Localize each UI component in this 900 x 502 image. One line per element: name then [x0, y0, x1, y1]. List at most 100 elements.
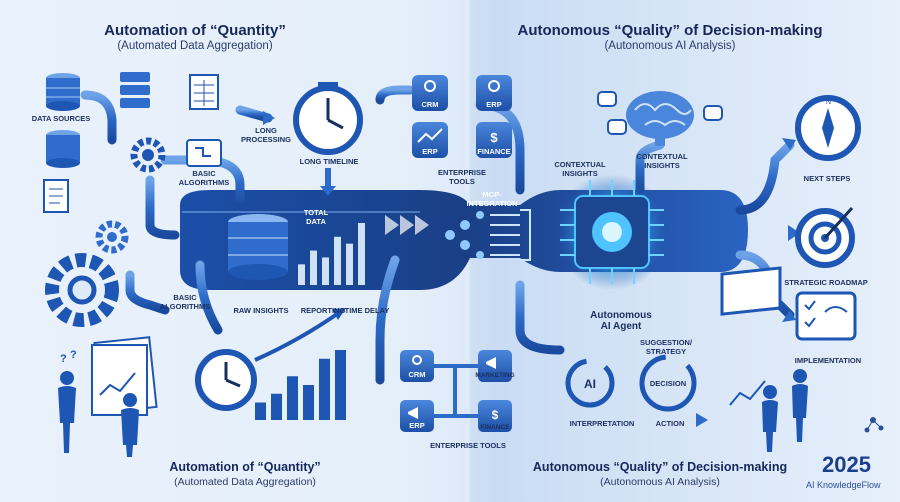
- left-footer-subtitle: (Automated Data Aggregation): [174, 476, 316, 488]
- report-stack-icon: [91, 336, 158, 416]
- clock-icon: [195, 349, 257, 411]
- arrow-heads: [696, 138, 800, 427]
- network-logo-icon: [864, 417, 884, 433]
- target-icon: [795, 206, 855, 268]
- large-gear-icon: [45, 253, 119, 327]
- ai-agent-chip: [554, 174, 670, 290]
- chat-bubble-icon: [597, 91, 617, 107]
- total-data-chart: [298, 223, 365, 285]
- tool-box-finance-bottom: $: [478, 400, 512, 432]
- chart-bar: [303, 385, 314, 420]
- contextual-insights-2-label: CONTEXTUAL INSIGHTS: [636, 152, 688, 170]
- long-timeline-label: LONG TIMELINE: [299, 157, 359, 166]
- arrow-head: [263, 111, 275, 125]
- decision-label: DECISION: [649, 379, 687, 388]
- server-icon: [120, 72, 150, 108]
- action-label: ACTION: [655, 419, 685, 428]
- tool-crm-bottom-label: CRM: [408, 370, 426, 379]
- chart-bar: [334, 236, 341, 285]
- document-icon: [43, 179, 69, 213]
- tool-erp-2-label: ERP: [422, 147, 438, 156]
- time-delay-label: TIME DELAY: [344, 306, 390, 315]
- chart-bar: [335, 350, 346, 420]
- tool-box-marketing: [478, 350, 512, 382]
- brand-label: AI KnowledgeFlow: [806, 480, 881, 490]
- central-data-cylinder: [228, 214, 288, 280]
- tool-finance-bottom-label: FINANCE: [480, 424, 510, 431]
- confused-person-icon: ? ?: [58, 349, 77, 453]
- gear-icon: [130, 137, 166, 173]
- tool-erp-top-label: ERP: [486, 100, 502, 109]
- spreadsheet-icon: [189, 74, 219, 110]
- person-icon: [121, 393, 139, 457]
- basic-algorithms-bottom-label: BASIC ALGORITHMS: [159, 293, 211, 311]
- reporting-label: REPORTING: [300, 306, 346, 315]
- chart-bar: [255, 402, 266, 420]
- right-subtitle: (Autonomous AI Analysis): [604, 40, 736, 52]
- total-data-label: TOTAL DATA: [303, 208, 329, 226]
- next-steps-label: NEXT STEPS: [803, 174, 851, 183]
- person-icon: [762, 385, 778, 452]
- right-title: Autonomous “Quality” of Decision-making: [517, 22, 823, 39]
- chart-bar: [298, 264, 305, 285]
- tool-box-finance-top: $: [476, 122, 512, 158]
- arrow-head: [320, 186, 336, 196]
- data-sources-label: DATA SOURCES: [31, 114, 91, 123]
- ai-agent-label: Autonomous AI Agent: [590, 310, 652, 332]
- interpretation-label: INTERPRETATION: [569, 419, 635, 428]
- left-subtitle: (Automated Data Aggregation): [117, 40, 273, 52]
- mcp-connector-network: [445, 209, 531, 261]
- tool-finance-top-label: FINANCE: [477, 147, 511, 156]
- tool-box-crm-bottom: [400, 350, 434, 382]
- growth-arrow: [254, 310, 342, 362]
- right-footer-title: Autonomous “Quality” of Decision-making: [532, 460, 788, 474]
- compass-icon: N: [795, 95, 861, 161]
- arrow-head: [332, 308, 346, 320]
- mcp-integration-label: MCP-INTEGRATION: [466, 190, 518, 208]
- basic-algorithms-top-label: BASIC ALGORITHMS: [178, 169, 230, 187]
- svg-text:?: ?: [60, 353, 67, 365]
- tool-connectors: [434, 364, 478, 418]
- tool-box-erp-top: [476, 75, 512, 111]
- tool-box-erp-2: [412, 122, 448, 158]
- growth-chart: [255, 350, 346, 420]
- svg-text:$: $: [490, 130, 498, 145]
- left-footer-title: Automation of “Quantity”: [169, 460, 321, 474]
- presenter-person-icon: [792, 369, 808, 442]
- chart-bar: [319, 358, 330, 420]
- svg-text:N: N: [826, 99, 831, 106]
- implementation-label: IMPLEMENTATION: [794, 356, 862, 365]
- svg-text:$: $: [492, 408, 499, 422]
- database-icon: [46, 130, 80, 168]
- chart-bar: [287, 376, 298, 420]
- long-processing-label: LONG PROCESSING: [240, 126, 291, 144]
- presentation-screen-icon: [720, 266, 782, 406]
- clock-icon: [293, 82, 363, 155]
- chart-bar: [271, 393, 282, 420]
- year-label: 2025: [822, 452, 871, 477]
- ai-cycle-icon: [565, 358, 615, 408]
- contextual-insights-1-label: CONTEXTUAL INSIGHTS: [554, 160, 606, 178]
- tool-box-crm-top: [412, 75, 448, 111]
- decision-cycle-icon: [639, 354, 697, 412]
- flow-chevrons: [385, 215, 429, 235]
- tool-erp-bottom-label: ERP: [409, 421, 425, 430]
- chart-bar: [322, 257, 329, 285]
- strategic-roadmap-label: STRATEGIC ROADMAP: [784, 278, 868, 287]
- tool-crm-top-label: CRM: [421, 100, 439, 109]
- tool-marketing-label: MARKETING: [475, 372, 515, 379]
- enterprise-tools-top-label: ENTERPRISE TOOLS: [438, 168, 486, 186]
- brain-icon: [626, 91, 694, 146]
- gear-icon: [95, 220, 129, 254]
- chat-bubble-icon: [607, 119, 627, 135]
- tool-box-erp-bottom: [400, 400, 434, 432]
- left-title: Automation of “Quantity”: [104, 22, 286, 39]
- chart-bar: [310, 250, 317, 285]
- enterprise-tools-bottom-label: ENTERPRISE TOOLS: [430, 441, 506, 450]
- right-footer-subtitle: (Autonomous AI Analysis): [600, 476, 720, 488]
- raw-insights-label: RAW INSIGHTS: [233, 306, 289, 315]
- chart-bar: [346, 243, 353, 285]
- chat-bubble-icon: [703, 105, 723, 121]
- roadmap-board-icon: [795, 291, 857, 341]
